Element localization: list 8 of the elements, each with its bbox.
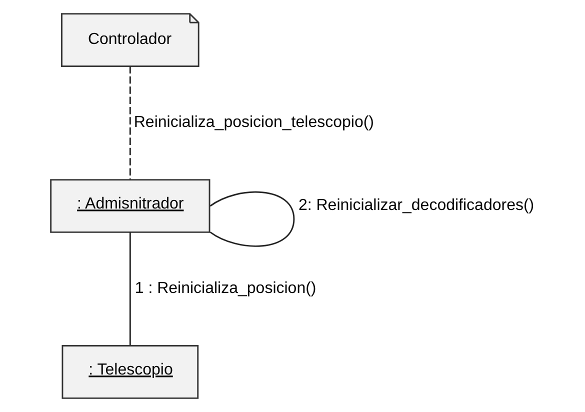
edge-label: 1 : Reinicializa_posicion() (134, 280, 316, 298)
node-box: : Telescopio (62, 345, 199, 399)
connector (129, 232, 131, 346)
node-box: : Admisnitrador (50, 179, 210, 233)
edge-label: 2: Reinicializar_decodificadores() (298, 197, 534, 214)
connector (129, 66, 131, 180)
edge-label: Reinicializa_posicion_telescopio() (134, 114, 374, 132)
connector (210, 191, 295, 247)
